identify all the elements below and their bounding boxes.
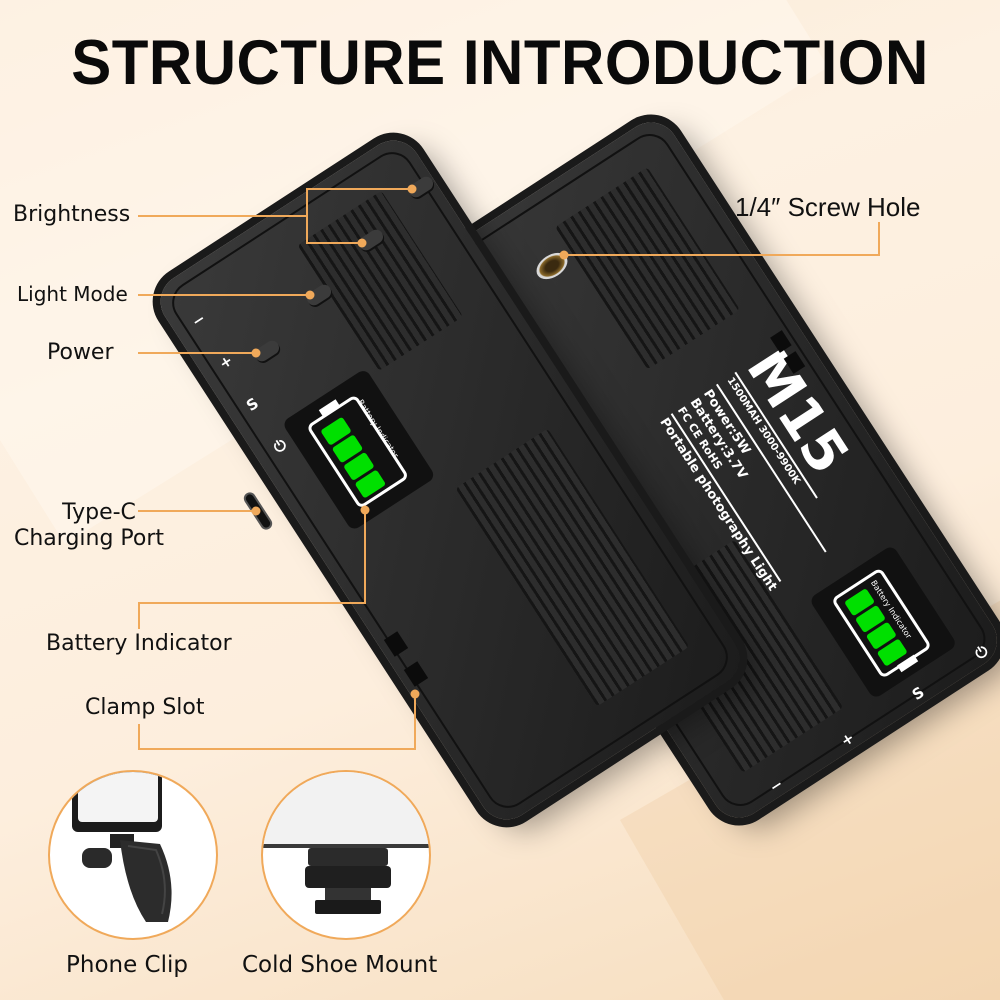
power-mark-icon: ⏻ bbox=[971, 641, 992, 664]
leader-line bbox=[306, 188, 308, 244]
leader-line bbox=[138, 748, 416, 750]
callout-power: Power bbox=[47, 340, 114, 365]
leader-dot bbox=[407, 184, 417, 194]
leader-line bbox=[138, 294, 310, 296]
battery-icon bbox=[833, 569, 930, 677]
leader-line bbox=[138, 510, 256, 512]
phone-clip-image bbox=[48, 770, 218, 940]
cold-shoe-icon bbox=[263, 772, 429, 914]
leader-dot bbox=[305, 290, 315, 300]
page-title: STRUCTURE INTRODUCTION bbox=[71, 27, 929, 98]
leader-line bbox=[364, 510, 366, 604]
callout-type-c: Type-C Charging Port bbox=[14, 500, 174, 553]
callout-screw-hole: 1/4″ Screw Hole bbox=[735, 192, 921, 222]
leader-dot bbox=[559, 250, 569, 260]
leader-line bbox=[138, 602, 366, 604]
leader-line bbox=[306, 188, 412, 190]
callout-brightness: Brightness bbox=[13, 202, 131, 227]
leader-line bbox=[306, 242, 362, 244]
leader-dot bbox=[360, 505, 370, 515]
battery-icon bbox=[308, 396, 407, 507]
device-back-panel: M15 1500MAH 3000-9900K Power:5W Battery:… bbox=[382, 111, 1000, 829]
phone-clip-icon bbox=[72, 772, 172, 922]
leader-line bbox=[878, 222, 880, 256]
leader-dot bbox=[357, 238, 367, 248]
leader-line bbox=[138, 215, 308, 217]
cold-shoe-mount-label: Cold Shoe Mount bbox=[242, 952, 438, 978]
phone-clip-label: Phone Clip bbox=[66, 952, 188, 978]
callout-light-mode: Light Mode bbox=[17, 282, 128, 306]
callout-clamp-slot: Clamp Slot bbox=[85, 695, 205, 720]
battery-indicator-panel: Battery Indicator bbox=[281, 368, 437, 532]
leader-line bbox=[138, 603, 140, 629]
leader-dot bbox=[410, 689, 420, 699]
callout-type-c-line1: Type-C bbox=[62, 500, 136, 525]
leader-line bbox=[138, 352, 256, 354]
leader-dot bbox=[251, 506, 261, 516]
battery-indicator-panel: Battery Indicator bbox=[808, 544, 958, 700]
leader-line bbox=[138, 724, 140, 750]
leader-line bbox=[414, 694, 416, 750]
leader-line bbox=[564, 254, 880, 256]
device-front-panel: Battery Indicator − + S ⏻ bbox=[149, 129, 751, 831]
callout-type-c-line2: Charging Port bbox=[14, 526, 165, 552]
leader-dot bbox=[251, 348, 261, 358]
callout-battery-indicator: Battery Indicator bbox=[46, 631, 232, 656]
cold-shoe-mount-image bbox=[261, 770, 431, 940]
